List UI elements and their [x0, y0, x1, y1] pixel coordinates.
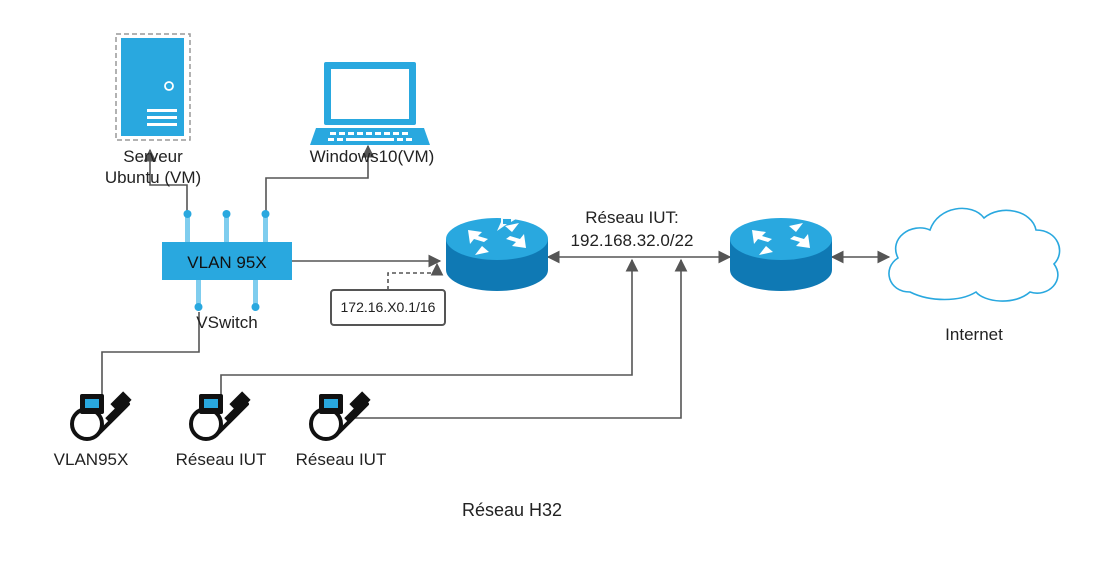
link-port2-network [220, 258, 639, 395]
gateway-box [330, 289, 446, 326]
internet-label: Internet [945, 325, 1003, 344]
switch-label: VLAN 95X [187, 253, 266, 272]
port1-label: VLAN95X [54, 450, 129, 469]
switch-icon [162, 210, 292, 311]
gateway-label: 172.16.X0.1/16 [341, 299, 436, 315]
laptop-icon [310, 62, 430, 145]
link-switch-server [143, 148, 188, 213]
connectors [101, 144, 891, 419]
laptop-label: Windows10(VM) [310, 147, 435, 166]
diagram-title: Réseau H32 [462, 500, 562, 520]
server-label-line1: Serveur [123, 147, 183, 166]
link-gateway-router1 [387, 262, 444, 290]
link-switch-laptop [265, 144, 375, 213]
network-label-line2: 192.168.32.0/22 [571, 231, 694, 250]
port3-label: Réseau IUT [296, 450, 387, 469]
router1-icon [446, 213, 548, 291]
server-icon [115, 33, 191, 141]
network-label-line1: Réseau IUT: [585, 208, 679, 227]
ethernet-port-icon-2 [189, 391, 251, 441]
link-port3-network [355, 258, 688, 419]
server-label-line2: Ubuntu (VM) [105, 168, 201, 187]
link-switch-port1 [101, 312, 200, 395]
router2-icon [730, 218, 832, 291]
ethernet-port-icon-1 [70, 391, 132, 441]
switch-caption: VSwitch [196, 313, 257, 332]
cloud-icon [888, 207, 1061, 302]
ethernet-port-icon-3 [309, 391, 371, 441]
port2-label: Réseau IUT [176, 450, 267, 469]
